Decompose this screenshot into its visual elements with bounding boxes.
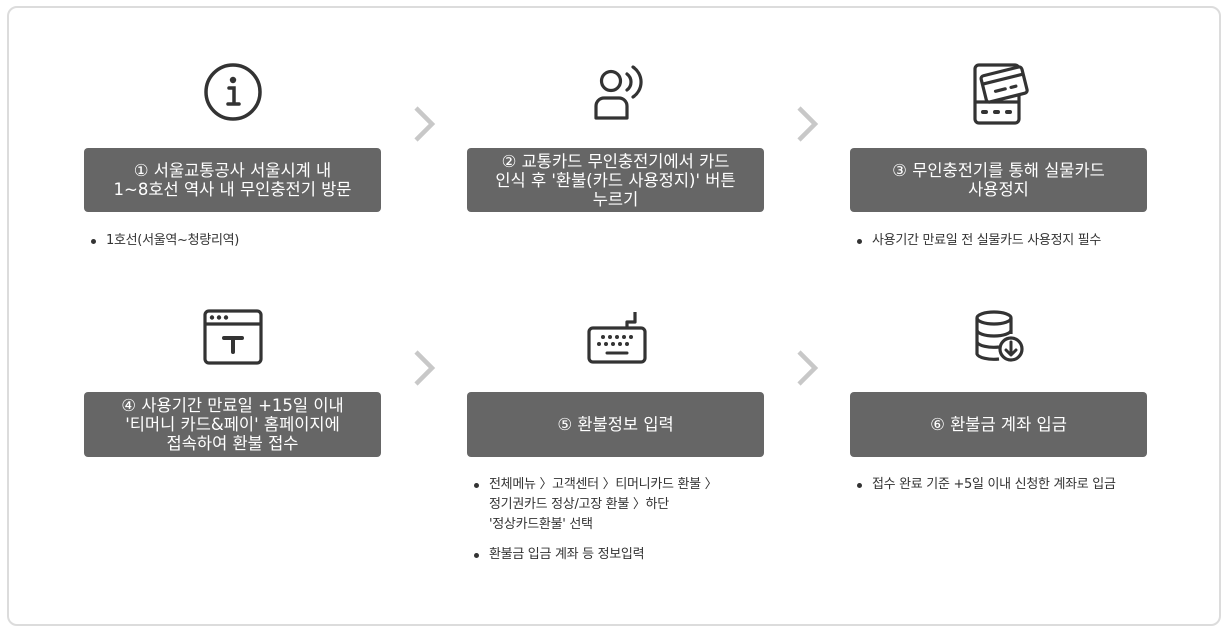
keyboard-icon xyxy=(581,306,651,370)
list-item: 환불금 입금 계좌 등 정보입력 xyxy=(474,545,789,565)
chevron-right-icon xyxy=(793,104,821,144)
person-voice-icon xyxy=(581,60,651,124)
step-2-title: ② 교통카드 무인충전기에서 카드 인식 후 '환불(카드 사용정지)' 버튼 … xyxy=(467,148,764,212)
step-3-title: ③ 무인충전기를 통해 실물카드 사용정지 xyxy=(850,148,1147,212)
step-3-notes: 사용기간 만료일 전 실물카드 사용정지 필수 xyxy=(850,231,1172,261)
step-1-title: ① 서울교통공사 서울시계 내 1~8호선 역사 내 무인충전기 방문 xyxy=(84,148,381,212)
chevron-right-icon xyxy=(793,348,821,388)
chevron-right-icon xyxy=(410,348,438,388)
list-item: 1호선(서울역~청량리역) xyxy=(91,231,406,251)
card-reader-icon xyxy=(964,62,1034,126)
chevron-right-icon xyxy=(410,104,438,144)
list-item: 사용기간 만료일 전 실물카드 사용정지 필수 xyxy=(857,231,1172,251)
list-item: 전체메뉴 〉고객센터 〉티머니카드 환불 〉 정기권카드 정상/고장 환불 〉하… xyxy=(474,475,789,535)
info-circle-icon xyxy=(198,60,268,124)
step-6-title: ⑥ 환불금 계좌 입금 xyxy=(850,392,1147,457)
step-5-notes: 전체메뉴 〉고객센터 〉티머니카드 환불 〉 정기권카드 정상/고장 환불 〉하… xyxy=(467,475,789,575)
step-1-notes: 1호선(서울역~청량리역) xyxy=(84,231,406,261)
database-download-icon xyxy=(964,306,1034,370)
step-4-title: ④ 사용기간 만료일 +15일 이내 '티머니 카드&페이' 홈페이지에 접속하… xyxy=(84,392,381,457)
step-5-title: ⑤ 환불정보 입력 xyxy=(467,392,764,457)
list-item: 접수 완료 기준 +5일 이내 신청한 계좌로 입금 xyxy=(857,475,1172,495)
step-6-notes: 접수 완료 기준 +5일 이내 신청한 계좌로 입금 xyxy=(850,475,1172,505)
browser-window-icon xyxy=(198,306,268,370)
